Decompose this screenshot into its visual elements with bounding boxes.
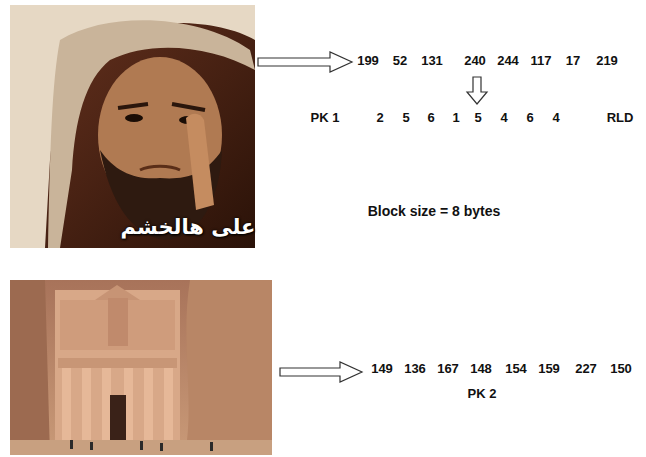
pixel-value: 219 xyxy=(596,54,618,68)
pixel-value: 117 xyxy=(531,54,552,68)
rld-value: 4 xyxy=(552,111,559,125)
rld-value: 5 xyxy=(402,111,409,125)
pixel-value: 131 xyxy=(421,54,443,68)
pixel-value: 154 xyxy=(505,362,527,376)
key-label: PK 1 xyxy=(311,111,340,125)
pixel-value: 244 xyxy=(497,54,519,68)
rld-value: 4 xyxy=(500,111,507,125)
pixel-value: 148 xyxy=(470,362,492,376)
hollow-arrow xyxy=(467,77,487,104)
pixel-value: 167 xyxy=(437,362,459,376)
hollow-arrow xyxy=(280,362,362,382)
pixel-value: 199 xyxy=(357,54,379,68)
rld-value: 1 xyxy=(452,111,459,125)
pixel-value: 150 xyxy=(610,362,632,376)
key-label: PK 2 xyxy=(468,387,497,401)
pixel-value: 136 xyxy=(404,362,426,376)
pixel-value: 240 xyxy=(464,54,486,68)
rld-value: 6 xyxy=(427,111,434,125)
pixel-value: 159 xyxy=(538,362,560,376)
rld-value: 6 xyxy=(526,111,533,125)
pixel-value: 17 xyxy=(566,54,580,68)
method-label: RLD xyxy=(607,111,634,125)
pixel-value: 227 xyxy=(575,362,597,376)
rld-value: 5 xyxy=(474,111,481,125)
block-size-note: Block size = 8 bytes xyxy=(368,204,501,219)
pixel-value: 149 xyxy=(371,362,393,376)
portrait-photo xyxy=(10,5,255,248)
pixel-value: 52 xyxy=(393,54,407,68)
watermark: على هالخشم xyxy=(121,216,256,239)
petra-photo xyxy=(10,280,272,455)
hollow-arrow xyxy=(258,52,352,72)
rld-value: 2 xyxy=(376,111,383,125)
